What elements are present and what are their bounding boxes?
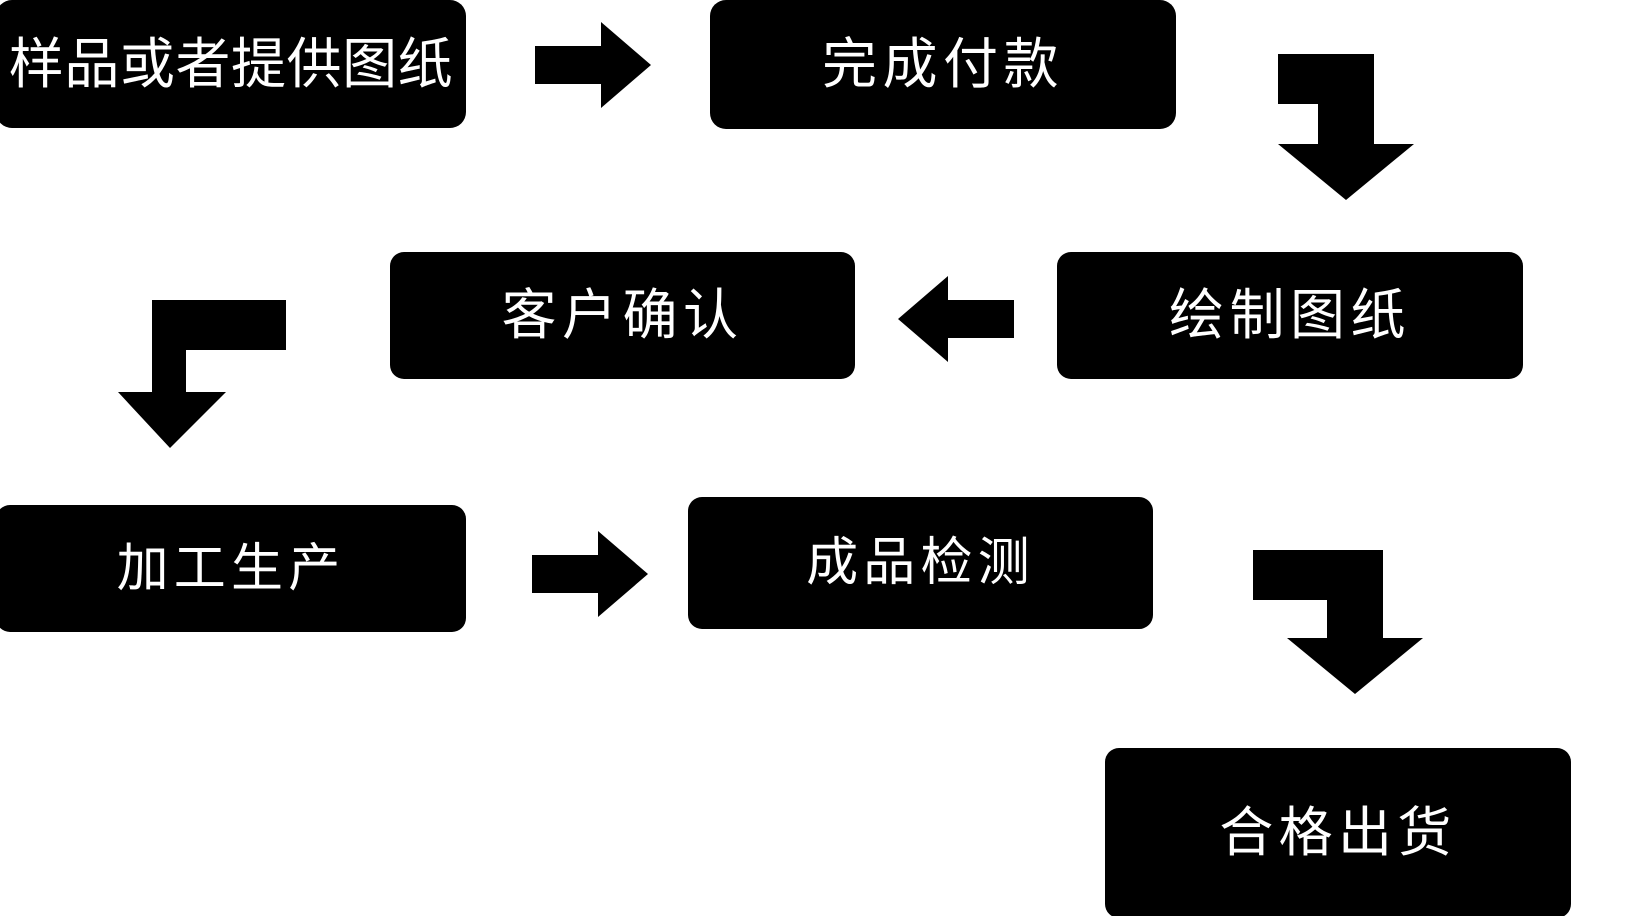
node-drawing-label: 绘制图纸 bbox=[1168, 284, 1411, 346]
arrow-elbow-left-down-icon bbox=[118, 292, 286, 448]
node-shipment-label: 合格出货 bbox=[1219, 803, 1457, 863]
arrow-right-icon bbox=[535, 22, 651, 108]
arrow-left-icon bbox=[898, 276, 1014, 362]
node-drawing[interactable]: 绘制图纸 bbox=[1057, 252, 1523, 379]
arrow-right-icon bbox=[532, 531, 648, 617]
node-confirm[interactable]: 客户确认 bbox=[390, 252, 855, 379]
node-confirm-label: 客户确认 bbox=[501, 284, 744, 346]
node-inspection[interactable]: 成品检测 bbox=[688, 497, 1153, 629]
node-sample-label: 样品或者提供图纸 bbox=[8, 32, 454, 95]
node-shipment[interactable]: 合格出货 bbox=[1105, 748, 1571, 916]
node-payment[interactable]: 完成付款 bbox=[710, 0, 1176, 129]
node-payment-label: 完成付款 bbox=[821, 33, 1064, 95]
node-sample[interactable]: 样品或者提供图纸 bbox=[0, 0, 466, 128]
arrow-elbow-right-down-icon bbox=[1243, 538, 1423, 694]
node-production[interactable]: 加工生产 bbox=[0, 505, 466, 632]
node-production-label: 加工生产 bbox=[116, 539, 346, 598]
arrow-elbow-right-down-icon bbox=[1222, 32, 1414, 200]
node-inspection-label: 成品检测 bbox=[806, 534, 1035, 592]
